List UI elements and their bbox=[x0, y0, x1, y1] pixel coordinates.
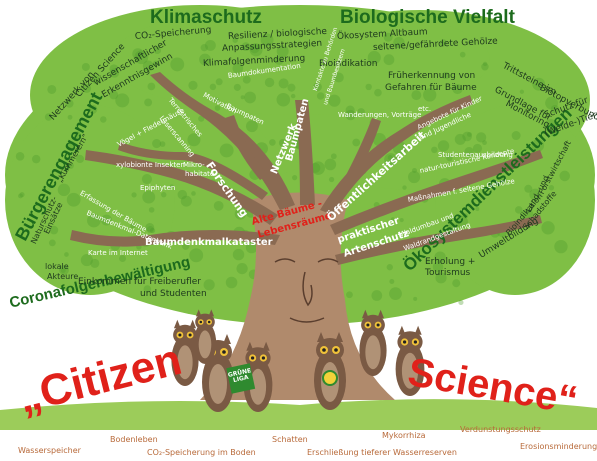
label-etc: etc. bbox=[418, 105, 432, 113]
label-wanderungen: Wanderungen, Vorträge bbox=[338, 111, 422, 119]
label-karte-internet: Karte im Internet bbox=[88, 249, 148, 257]
heading-biologische-vielfalt: Biologische Vielfalt bbox=[340, 7, 515, 28]
label-habitate: habitate bbox=[185, 170, 215, 178]
label-tourismus: Tourismus bbox=[425, 268, 471, 278]
label-akteure: Akteure bbox=[47, 272, 79, 281]
label-baumdenkmalkataster: Baumdenkmalkataster bbox=[145, 237, 273, 248]
tree-branches bbox=[70, 72, 543, 265]
root-erosionsminderung: Erosionsminderung bbox=[520, 442, 597, 451]
owl-figure bbox=[171, 319, 199, 386]
label-erholung: Erholung + bbox=[425, 257, 476, 267]
root-schatten: Schatten bbox=[272, 435, 308, 444]
owl-figure bbox=[193, 309, 217, 364]
root-mykorrhiza: Mykorrhiza bbox=[382, 431, 426, 440]
label-studenten: und Studenten bbox=[140, 289, 207, 299]
label-mikro: Mikro- bbox=[183, 161, 205, 169]
owls bbox=[171, 309, 425, 412]
root-wasserreserven: Erschließung tieferer Wasserreserven bbox=[307, 448, 457, 457]
label-frueherkennung: Früherkennung von bbox=[388, 71, 476, 81]
root-co2-boden: CO₂-Speicherung im Boden bbox=[147, 448, 256, 457]
label-xylobionte-insekten: xylobionte Insekten bbox=[116, 161, 185, 169]
owl-figure bbox=[395, 325, 425, 396]
gruene-liga-badge: GRÜNE LIGA bbox=[226, 363, 256, 394]
label-bioindikation: Bioindikation bbox=[319, 59, 378, 69]
trunk-face bbox=[274, 258, 339, 323]
grass bbox=[0, 399, 597, 430]
label-gefahren: Gefahren für Bäume bbox=[385, 83, 477, 93]
sun-badge bbox=[322, 370, 338, 386]
root-verdunstungsschutz: Verdunstungsschutz bbox=[460, 425, 541, 434]
root-wasserspeicher: Wasserspeicher bbox=[18, 446, 81, 455]
heading-klimaschutz: Klimaschutz bbox=[150, 7, 262, 28]
label-studentenausbildung: Studentenausbildung bbox=[438, 151, 513, 159]
label-lokale: lokale bbox=[45, 262, 69, 271]
root-bodenleben: Bodenleben bbox=[110, 435, 158, 444]
label-epiphyten: Epiphyten bbox=[140, 184, 176, 192]
label-einkommen: Einkommen für Freiberufler bbox=[78, 277, 201, 287]
owl-figure bbox=[359, 309, 387, 376]
